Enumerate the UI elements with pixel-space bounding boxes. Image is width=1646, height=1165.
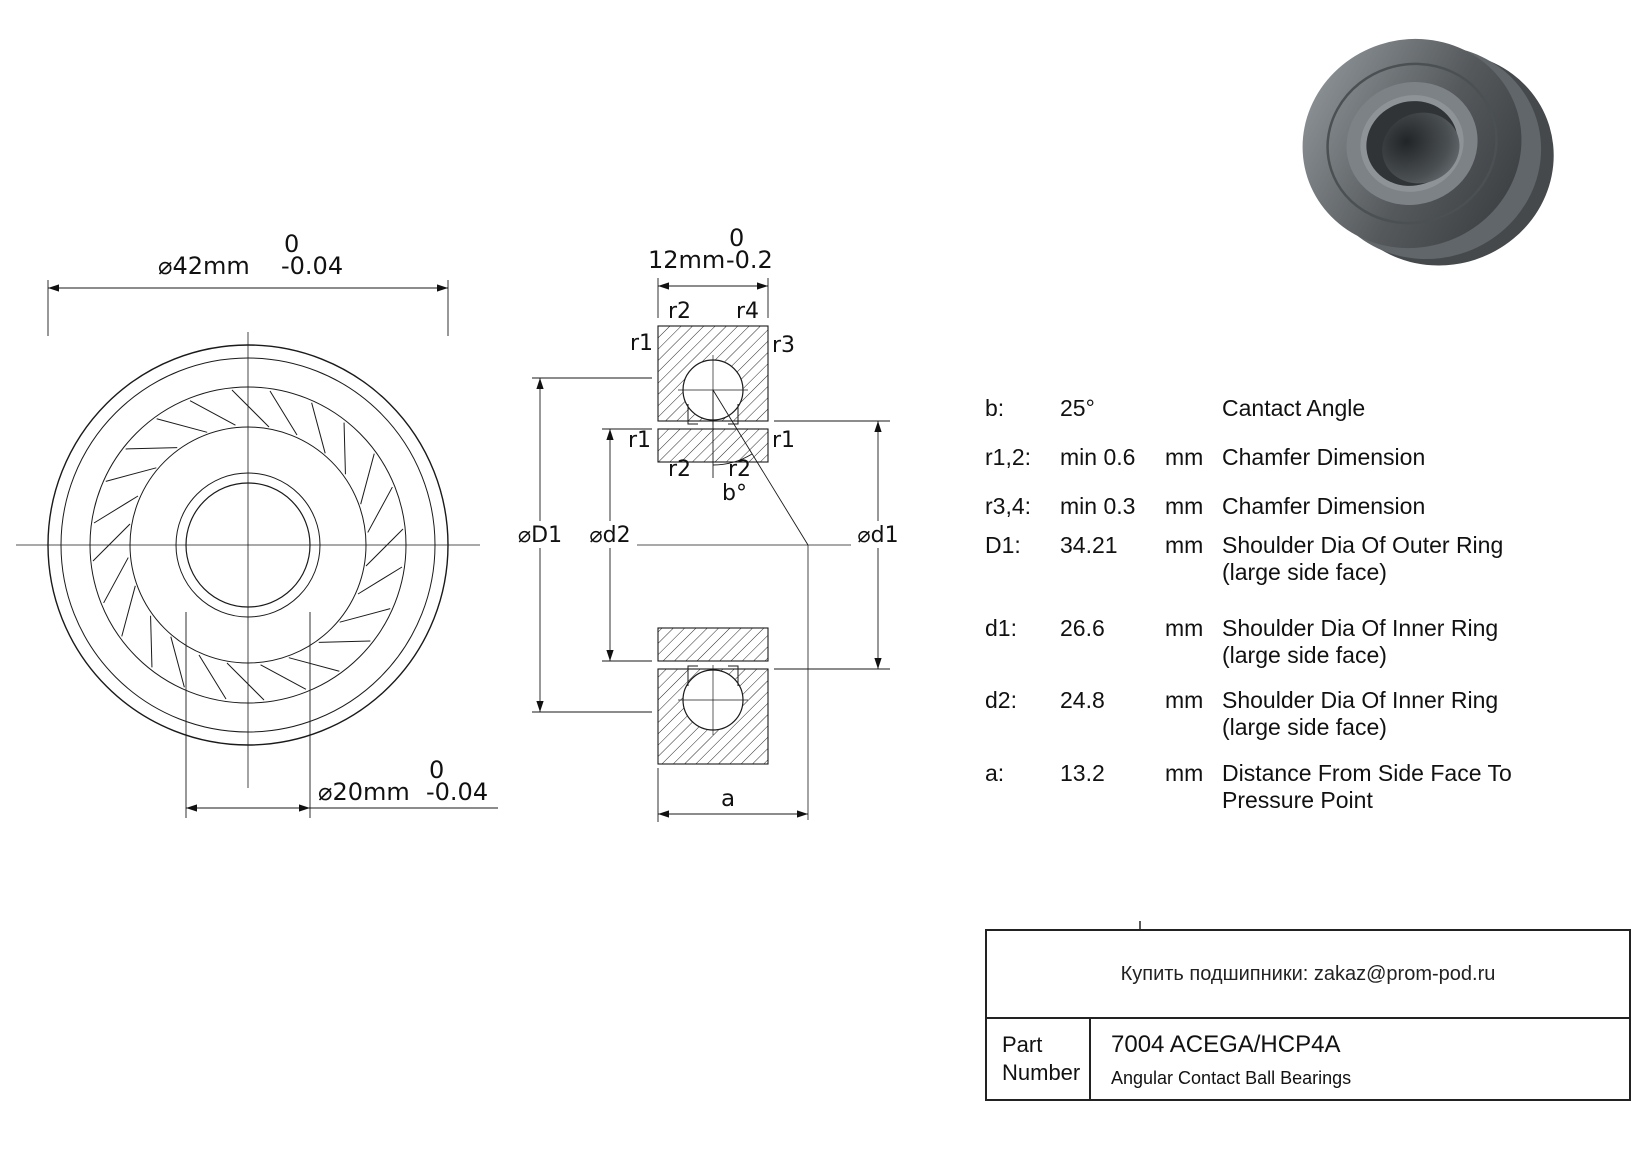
contact-pressure-line: [712, 389, 809, 546]
part-number-cell: 7004 ACEGA/HCP4A Angular Contact Ball Be…: [1091, 1019, 1629, 1099]
spec-description: Distance From Side Face To Pressure Poin…: [1222, 760, 1512, 813]
spec-unit: mm: [1165, 444, 1204, 470]
spec-description: Shoulder Dia Of Outer Ring (large side f…: [1222, 532, 1504, 585]
bearing-category: Angular Contact Ball Bearings: [1111, 1068, 1352, 1088]
inner-ring-section-bottom: [657, 627, 769, 662]
chamfer-label-r2-top-left: r2: [668, 299, 691, 324]
dimension-od-42mm: [47, 280, 449, 336]
inner-ring-shoulder-circle: [129, 426, 367, 664]
spec-unit: mm: [1165, 687, 1204, 713]
chamfer-label-r4-top-right: r4: [736, 299, 759, 324]
dia-d2-label: ⌀d2: [589, 523, 630, 548]
contact-info: Купить подшипники: zakaz@prom-pod.ru: [1120, 962, 1496, 985]
chamfer-label-r1-upper-left: r1: [630, 331, 653, 356]
spec-key: D1:: [985, 532, 1021, 558]
front-view: ⌀42mm 0 -0.04 ⌀20mm 0 -0.04: [16, 230, 498, 818]
spec-value: min 0.3: [1060, 493, 1136, 519]
spec-value: 25°: [1060, 395, 1095, 421]
part-number-value: 7004 ACEGA/HCP4A: [1111, 1031, 1341, 1058]
spec-description: Chamfer Dimension: [1222, 493, 1426, 519]
chamfer-label-r2-lower-right: r2: [728, 457, 751, 482]
od-tolerance-upper: 0: [284, 230, 299, 258]
spec-key: a:: [985, 760, 1005, 786]
chamfer-label-r1-mid-right: r1: [772, 428, 795, 453]
dia-D1-label: ⌀D1: [518, 523, 562, 548]
contact-angle-arc: [712, 453, 753, 466]
spec-unit: mm: [1165, 760, 1204, 786]
spec-key: b:: [985, 395, 1005, 421]
spec-description: Chamfer Dimension: [1222, 444, 1426, 470]
part-number-label: Part Number: [987, 1019, 1091, 1099]
bore-chamfer-circle: [175, 472, 321, 618]
bearing-3d-image: [1302, 38, 1554, 266]
outer-chamfer-circle: [60, 357, 436, 733]
dia-d1-label: ⌀d1: [857, 523, 898, 548]
bearing-face-groove: [1326, 62, 1498, 225]
spec-value: 26.6: [1060, 615, 1105, 641]
spec-value: 13.2: [1060, 760, 1105, 786]
chamfer-label-r1-mid-left: r1: [628, 428, 651, 453]
outer-diameter-circle: [47, 344, 449, 746]
spec-unit: mm: [1165, 493, 1204, 519]
outer-ring-shoulder-circle: [89, 386, 407, 704]
title-block: Купить подшипники: zakaz@prom-pod.ru Par…: [985, 929, 1631, 1101]
od-dimension-label: ⌀42mm: [158, 252, 250, 280]
spec-key: d1:: [985, 615, 1017, 641]
spec-unit: mm: [1165, 615, 1204, 641]
bore-tolerance-lower: -0.04: [426, 778, 488, 806]
title-block-bottom-row: Part Number 7004 ACEGA/HCP4A Angular Con…: [987, 1017, 1629, 1099]
dimension-a: [657, 768, 808, 822]
spec-unit: mm: [1165, 532, 1204, 558]
contact-angle-label: b°: [722, 481, 747, 506]
chamfer-label-r3-upper-right: r3: [772, 333, 795, 358]
bore-tolerance-upper: 0: [429, 756, 444, 784]
cage-pockets: [88, 385, 408, 705]
spec-description: Shoulder Dia Of Inner Ring (large side f…: [1222, 687, 1499, 740]
width-tolerance-upper: 0: [729, 224, 744, 252]
a-dimension-label: a: [721, 786, 735, 812]
spec-key: r1,2:: [985, 444, 1032, 470]
bearing-bore-wall: [1382, 112, 1460, 184]
spec-key: r3,4:: [985, 493, 1032, 519]
spec-description: Shoulder Dia Of Inner Ring (large side f…: [1222, 615, 1499, 668]
dimension-bore-20mm: [185, 612, 498, 818]
section-view: b° 12mm 0 -0.2 r2 r4 r1 r3 r1 r1 r2 r2 ⌀…: [513, 224, 905, 822]
od-tolerance-lower: -0.04: [281, 252, 343, 280]
contact-angle-lines: [712, 389, 809, 820]
spec-key: d2:: [985, 687, 1017, 713]
bore-dimension-label: ⌀20mm: [318, 778, 410, 806]
dimension-width-12mm: [657, 278, 769, 318]
cage-brackets: [687, 404, 739, 686]
spec-value: 24.8: [1060, 687, 1105, 713]
spec-value: 34.21: [1060, 532, 1118, 558]
width-dimension-label: 12mm: [648, 246, 725, 274]
spec-value: min 0.6: [1060, 444, 1136, 470]
spec-description: Cantact Angle: [1222, 395, 1366, 421]
width-tolerance-lower: -0.2: [726, 246, 773, 274]
bore-circle: [185, 482, 311, 608]
chamfer-label-r2-lower-left: r2: [668, 457, 691, 482]
